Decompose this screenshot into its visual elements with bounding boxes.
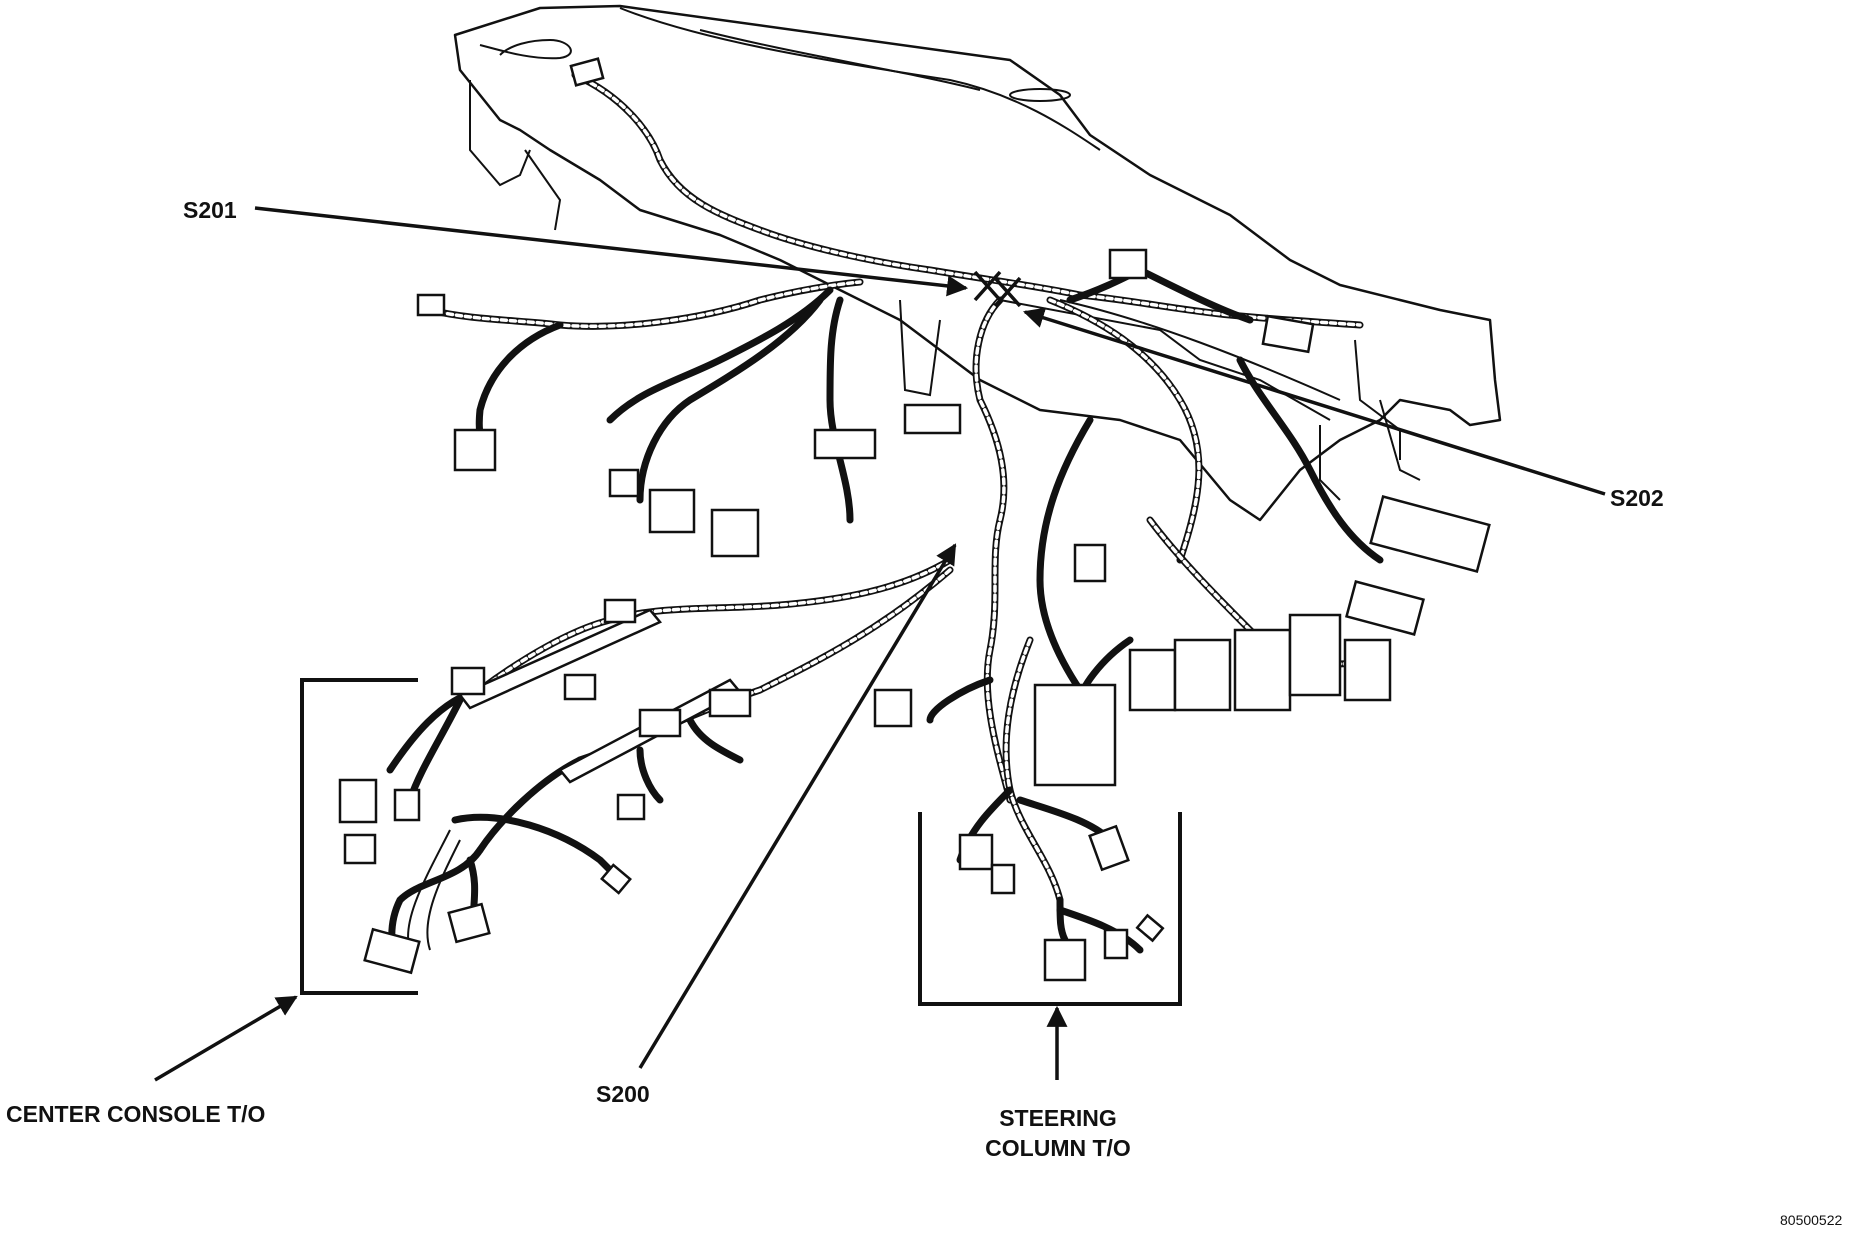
rail-clip xyxy=(638,708,682,738)
leader-lines xyxy=(154,206,1606,1082)
connector xyxy=(1261,314,1315,354)
connector xyxy=(393,788,421,822)
connector xyxy=(563,673,597,701)
splice-s201-mark xyxy=(973,270,1002,302)
figure-id: 80500522 xyxy=(1780,1212,1843,1228)
connector xyxy=(873,688,913,728)
connector xyxy=(1288,613,1342,697)
steering-column-label-line2: COLUMN T/O xyxy=(985,1135,1131,1161)
connector xyxy=(710,508,760,558)
connector xyxy=(1033,683,1117,787)
instrument-panel-body xyxy=(453,4,1502,522)
connector xyxy=(1345,580,1425,636)
rail-clip xyxy=(450,666,486,696)
connector xyxy=(958,833,994,871)
steering-column-bracket xyxy=(918,812,1182,1006)
connector xyxy=(600,863,632,895)
connector xyxy=(569,57,605,87)
splice-label-s202: S202 xyxy=(1610,485,1664,511)
connector xyxy=(1108,248,1148,280)
connector xyxy=(903,403,962,435)
splice-label-s201: S201 xyxy=(183,197,237,223)
rail-clip xyxy=(603,598,637,624)
connector xyxy=(453,428,497,472)
connector xyxy=(416,293,446,317)
connector xyxy=(1043,938,1087,982)
s201-leader xyxy=(254,206,969,297)
connector xyxy=(363,927,421,975)
connector xyxy=(338,778,378,824)
connector xyxy=(343,833,377,865)
connector xyxy=(990,863,1016,895)
rail-clip xyxy=(708,688,752,718)
connectors xyxy=(338,57,1491,982)
connector xyxy=(447,902,491,944)
center-console-bracket xyxy=(300,678,418,995)
connector xyxy=(1233,628,1292,712)
connector xyxy=(1343,638,1392,702)
steering-column-label-line1: STEERING xyxy=(999,1105,1117,1131)
takeout-brackets xyxy=(300,678,1182,1006)
center-console-label: CENTER CONSOLE T/O xyxy=(6,1101,266,1127)
connector xyxy=(1369,495,1491,573)
splice-label-s200: S200 xyxy=(596,1081,650,1107)
connector xyxy=(1135,913,1165,943)
connector-rails xyxy=(450,598,752,784)
s200-leader xyxy=(638,543,957,1069)
center-console-branch xyxy=(386,556,954,964)
connector xyxy=(1173,638,1232,712)
connector xyxy=(608,468,640,498)
connector xyxy=(1073,543,1107,583)
connector xyxy=(1103,928,1129,960)
connector xyxy=(616,793,646,821)
connector xyxy=(1088,824,1130,872)
connector xyxy=(813,428,877,460)
s202-leader xyxy=(1022,307,1606,496)
connector xyxy=(1128,648,1177,712)
splice-s202-mark xyxy=(993,276,1022,308)
connector xyxy=(648,488,696,534)
center-console-leader xyxy=(154,995,298,1082)
